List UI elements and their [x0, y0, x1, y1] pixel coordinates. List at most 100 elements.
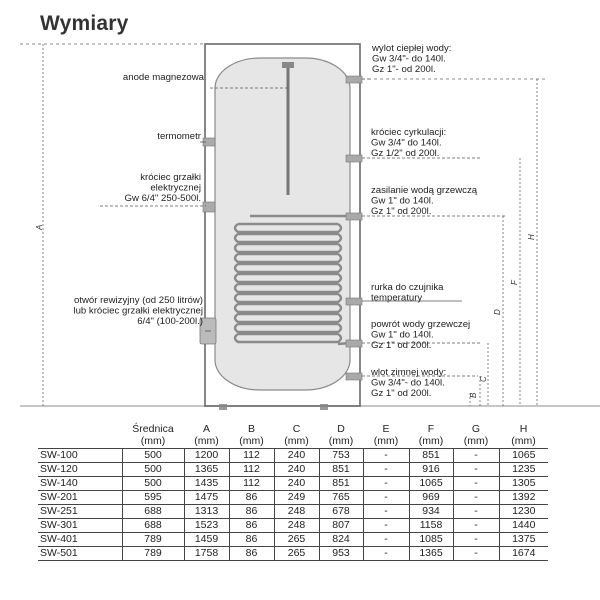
dim-B: B — [469, 392, 478, 398]
value-cell: 500 — [121, 461, 185, 477]
value-cell: 265 — [273, 545, 320, 561]
value-cell: 688 — [121, 517, 185, 533]
column-header-line: A — [202, 422, 210, 435]
column-header: B(mm) — [229, 421, 274, 449]
label-circulation: Gw 3/4" do 140l. — [371, 138, 442, 149]
value-cell: 248 — [273, 503, 320, 519]
value-cell: - — [362, 461, 410, 477]
column-header-line: G — [471, 422, 481, 435]
value-cell: 1305 — [498, 475, 548, 491]
heater-port — [202, 201, 216, 213]
label-sensor-tube: temperatury — [371, 293, 422, 304]
value-cell: - — [362, 517, 410, 533]
value-cell: 789 — [121, 531, 185, 547]
column-header-line: F — [427, 422, 435, 435]
column-header: A(mm) — [184, 421, 229, 449]
value-cell: - — [362, 447, 410, 463]
label-heating-return: Gz 1" od 200l. — [371, 340, 431, 351]
boiler-diagram: A H F D C B wylot ciepłej wody:Gw 3/4"- … — [20, 43, 600, 410]
value-cell: 86 — [228, 531, 275, 547]
column-header-line: E — [382, 422, 390, 435]
value-cell: - — [362, 531, 410, 547]
value-cell: 824 — [318, 531, 364, 547]
label-inspection: 6/4" (100-200l.) — [137, 316, 203, 327]
value-cell: - — [452, 447, 500, 463]
table-header-row: Średnica(mm)A(mm)B(mm)C(mm)D(mm)E(mm)F(m… — [38, 421, 548, 449]
value-cell: 500 — [121, 447, 185, 463]
heating-supply-connector — [345, 212, 363, 221]
value-cell: 1313 — [183, 503, 230, 519]
value-cell: 500 — [121, 475, 185, 491]
tank-foot-left — [219, 404, 227, 410]
leader-lines — [100, 78, 505, 377]
label-cold-water-inlet: wlot zimnej wody: — [370, 367, 446, 378]
dim-D: D — [493, 309, 502, 315]
column-header: E(mm) — [363, 421, 409, 449]
value-cell: 1758 — [183, 545, 230, 561]
label-thermometer: termometr — [157, 131, 202, 142]
column-header-line: (mm) — [418, 434, 444, 447]
model-cell: SW-401 — [38, 531, 123, 547]
dimensions-table: Średnica(mm)A(mm)B(mm)C(mm)D(mm)E(mm)F(m… — [38, 421, 548, 561]
column-header-line: (mm) — [194, 434, 219, 447]
value-cell: 789 — [121, 545, 185, 561]
value-cell: 969 — [408, 489, 454, 505]
value-cell: 1435 — [183, 475, 230, 491]
column-header-line: (mm) — [140, 434, 166, 447]
column-header-line: D — [337, 422, 345, 435]
value-cell: 916 — [408, 461, 454, 477]
value-cell: 112 — [228, 475, 275, 491]
value-cell: 240 — [273, 475, 320, 491]
value-cell: 86 — [228, 545, 275, 561]
circulation-connector — [345, 154, 363, 163]
label-circulation: króciec cyrkulacji: — [371, 127, 446, 138]
value-cell: - — [452, 503, 500, 519]
value-cell: - — [452, 545, 500, 561]
page-title: Wymiary — [40, 12, 129, 35]
column-header-line: (mm) — [284, 434, 309, 447]
column-header: G(mm) — [453, 421, 499, 449]
dim-F: F — [510, 279, 519, 285]
column-header-line: (mm) — [373, 434, 399, 447]
value-cell: 265 — [273, 531, 320, 547]
value-cell: 1459 — [183, 531, 230, 547]
label-heater-connector: króciec grzałki — [140, 172, 201, 183]
value-cell: - — [362, 475, 410, 491]
value-cell: 595 — [121, 489, 185, 505]
dimension-lines — [20, 43, 600, 407]
value-cell: 1085 — [408, 531, 454, 547]
label-heating-return: Gw 1" do 140l. — [371, 330, 434, 341]
value-cell: 240 — [273, 461, 320, 477]
value-cell: 851 — [318, 475, 364, 491]
model-cell: SW-301 — [38, 517, 123, 533]
dim-C: C — [479, 376, 488, 382]
value-cell: 1200 — [183, 447, 230, 463]
model-cell: SW-251 — [38, 503, 123, 519]
column-header-line: (mm) — [328, 434, 354, 447]
value-cell: 86 — [228, 489, 275, 505]
value-cell: 765 — [318, 489, 364, 505]
value-cell: 1065 — [498, 447, 548, 463]
heating-return-connector — [345, 339, 363, 348]
value-cell: 112 — [228, 447, 275, 463]
column-header-line: (mm) — [511, 434, 536, 447]
value-cell: 1440 — [498, 517, 548, 533]
dim-A: A — [35, 225, 44, 231]
heating-coil — [233, 214, 351, 346]
value-cell: 1365 — [408, 545, 454, 561]
value-cell: 851 — [408, 447, 454, 463]
label-inspection: lub króciec grzałki elektrycznej — [73, 306, 203, 317]
value-cell: 86 — [228, 503, 275, 519]
column-header: D(mm) — [319, 421, 363, 449]
value-cell: - — [362, 489, 410, 505]
model-cell: SW-120 — [38, 461, 123, 477]
label-heater-connector: elektrycznej — [150, 183, 201, 194]
label-inspection: otwór rewizyjny (od 250 litrów) — [74, 295, 203, 306]
